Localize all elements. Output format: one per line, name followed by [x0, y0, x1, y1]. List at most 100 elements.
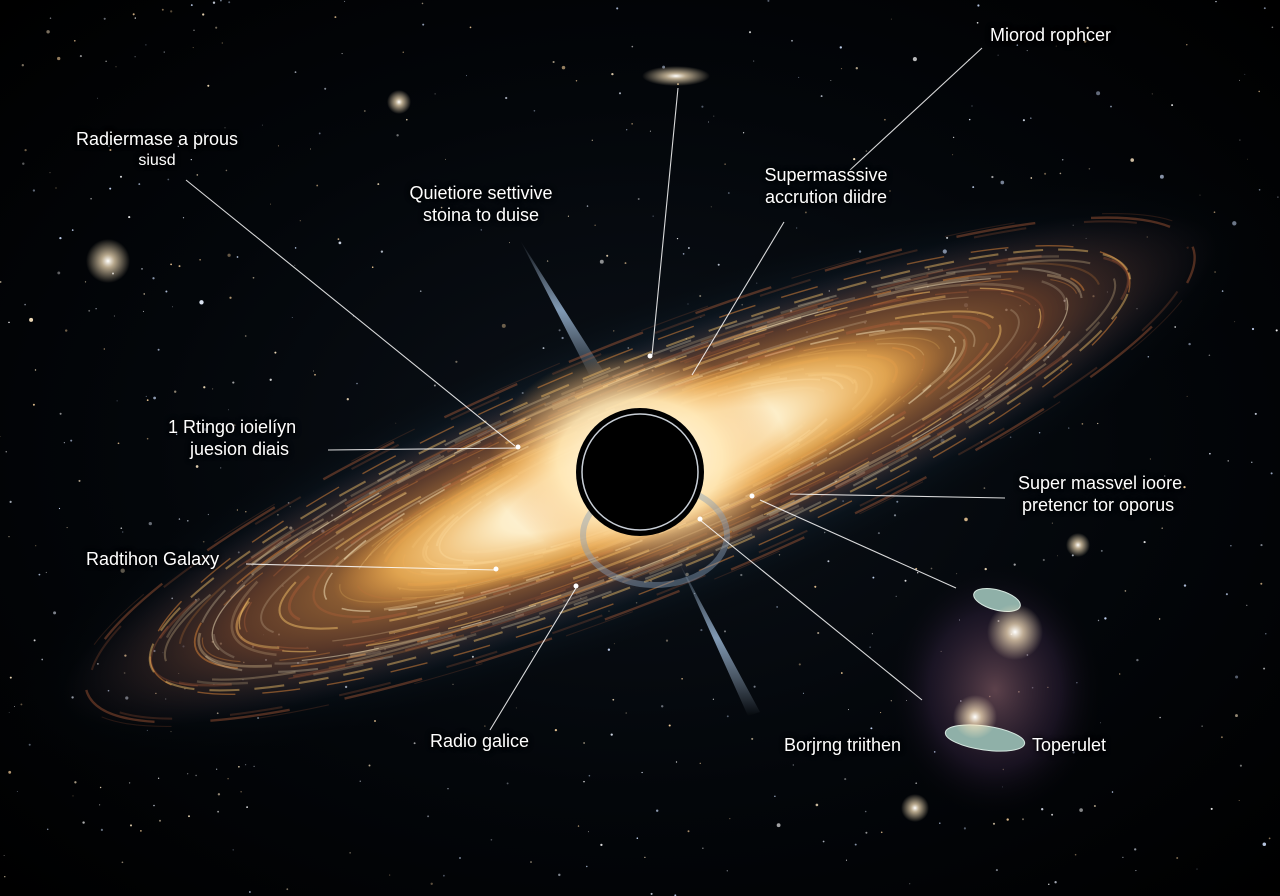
- star: [396, 134, 399, 137]
- star: [606, 254, 609, 257]
- star: [270, 203, 272, 205]
- star: [872, 576, 875, 579]
- star: [146, 437, 149, 440]
- star: [427, 815, 430, 818]
- star: [337, 238, 340, 240]
- star: [855, 67, 858, 70]
- bright-star-5: [901, 794, 929, 822]
- star: [215, 26, 218, 29]
- star: [963, 827, 966, 830]
- star: [294, 71, 297, 73]
- star: [324, 87, 327, 90]
- star: [120, 527, 123, 530]
- star: [57, 56, 61, 61]
- star: [1143, 541, 1146, 544]
- star: [245, 764, 247, 766]
- star: [78, 479, 81, 482]
- disk-swirl: [304, 320, 976, 620]
- star: [309, 148, 312, 150]
- star: [143, 293, 145, 295]
- star: [0, 281, 2, 283]
- star: [140, 830, 142, 832]
- star: [73, 39, 76, 42]
- star: [199, 300, 204, 305]
- star: [344, 0, 346, 2]
- star: [187, 773, 189, 775]
- star: [1225, 593, 1228, 596]
- star: [1186, 395, 1188, 397]
- star: [624, 262, 627, 265]
- star: [313, 370, 314, 372]
- star: [88, 309, 91, 312]
- star: [166, 136, 168, 138]
- star: [188, 815, 190, 818]
- star: [798, 663, 801, 666]
- star: [153, 396, 156, 400]
- star: [586, 865, 588, 868]
- star: [583, 742, 585, 744]
- star: [103, 17, 106, 20]
- star: [145, 44, 147, 46]
- star: [702, 847, 704, 849]
- star: [895, 595, 897, 598]
- star: [1196, 868, 1198, 870]
- star: [157, 777, 160, 779]
- star: [228, 409, 230, 411]
- star: [644, 856, 646, 859]
- star: [216, 768, 218, 770]
- star: [724, 630, 726, 633]
- star: [995, 869, 998, 872]
- star: [1074, 853, 1077, 856]
- label-text: Radiermase a prous: [75, 129, 239, 149]
- star: [228, 1, 231, 4]
- star: [1254, 412, 1257, 415]
- star: [469, 26, 472, 29]
- star: [122, 531, 124, 533]
- star: [1238, 799, 1240, 802]
- star: [1069, 41, 1071, 43]
- label-bottom-center: Radio galice: [430, 730, 529, 752]
- star: [1270, 472, 1273, 475]
- star: [1151, 93, 1153, 95]
- star: [203, 386, 206, 389]
- star: [138, 183, 141, 186]
- star: [1262, 842, 1267, 847]
- disk-swirl: [314, 326, 966, 614]
- star: [195, 132, 197, 133]
- star: [586, 205, 589, 207]
- star: [997, 54, 999, 56]
- star: [227, 253, 231, 257]
- star: [1110, 105, 1112, 108]
- star: [1163, 475, 1166, 477]
- star: [594, 224, 596, 226]
- star: [116, 400, 118, 402]
- star: [1136, 658, 1139, 662]
- star: [172, 306, 173, 308]
- star: [71, 229, 74, 231]
- star: [575, 80, 578, 82]
- star: [24, 148, 27, 152]
- star: [9, 500, 12, 503]
- label-text: juesion diais: [190, 439, 290, 459]
- star: [38, 573, 41, 576]
- star: [377, 183, 380, 186]
- star: [349, 852, 351, 854]
- star: [108, 145, 110, 147]
- star: [649, 130, 651, 132]
- label-text: pretencr tor oporus: [1022, 495, 1175, 515]
- star: [294, 247, 297, 249]
- star: [58, 507, 61, 510]
- star: [294, 264, 296, 266]
- star: [132, 13, 135, 16]
- star: [220, 0, 222, 2]
- star: [22, 162, 25, 165]
- star: [421, 2, 424, 5]
- star: [316, 184, 319, 187]
- star: [341, 53, 343, 55]
- star: [917, 572, 919, 574]
- star: [1260, 544, 1263, 547]
- star: [1158, 618, 1161, 620]
- star: [939, 822, 941, 824]
- star: [440, 206, 443, 209]
- star: [207, 84, 210, 87]
